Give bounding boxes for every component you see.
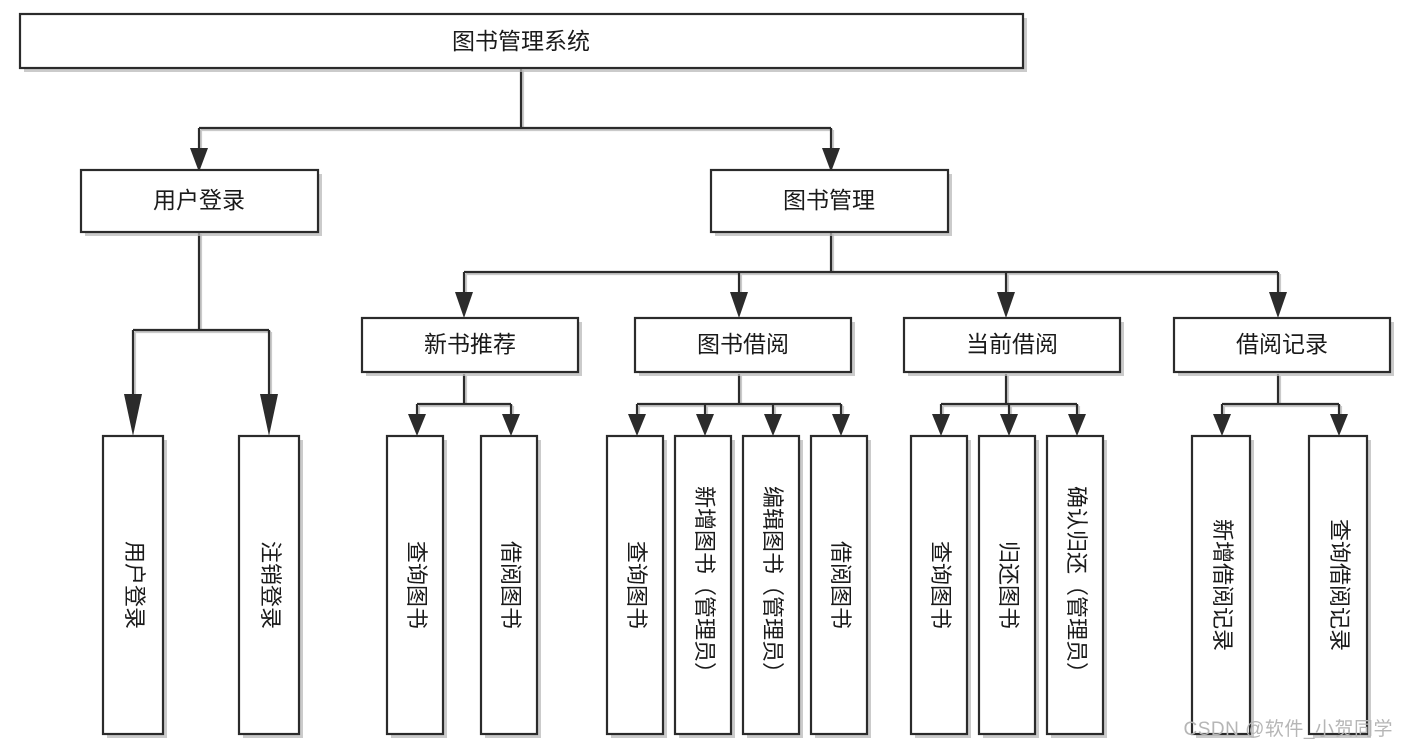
leaf-currentborrow-return[interactable]: 归还图书 bbox=[977, 434, 1039, 738]
leaf-newbook-query-label: 查询图书 bbox=[404, 541, 429, 629]
leaf-user-login-login-label: 用户登录 bbox=[122, 541, 147, 629]
connector-bookborrow-to-leaves bbox=[628, 374, 850, 436]
connector-bookmgmt-to-level3 bbox=[455, 232, 1287, 318]
leaf-currentborrow-confirm-label: 确认归还（管理员） bbox=[1064, 486, 1089, 684]
node-current-borrow[interactable]: 当前借阅 bbox=[902, 316, 1124, 376]
leaf-bookborrow-query-label: 查询图书 bbox=[624, 541, 649, 629]
connector-borrowrecord-to-leaves bbox=[1213, 374, 1348, 436]
leaf-bookborrow-query[interactable]: 查询图书 bbox=[605, 434, 667, 738]
node-borrow-record-label: 借阅记录 bbox=[1236, 331, 1328, 357]
connector-layer bbox=[124, 68, 1348, 436]
leaf-newbook-borrow-label: 借阅图书 bbox=[498, 541, 523, 629]
connector-userlogin-to-leaves bbox=[124, 232, 278, 436]
node-book-borrow[interactable]: 图书借阅 bbox=[633, 316, 855, 376]
leaf-bookborrow-borrow[interactable]: 借阅图书 bbox=[809, 434, 871, 738]
node-borrow-record[interactable]: 借阅记录 bbox=[1172, 316, 1394, 376]
leaf-currentborrow-query[interactable]: 查询图书 bbox=[909, 434, 971, 738]
connector-newbook-to-leaves bbox=[408, 374, 520, 436]
node-user-login-label: 用户登录 bbox=[153, 187, 245, 213]
leaf-newbook-borrow[interactable]: 借阅图书 bbox=[479, 434, 541, 738]
node-user-login[interactable]: 用户登录 bbox=[79, 168, 322, 236]
connector-root-to-level2 bbox=[190, 68, 840, 172]
leaf-bookborrow-edit-label: 编辑图书（管理员） bbox=[760, 486, 785, 684]
connector-currentborrow-to-leaves bbox=[932, 374, 1086, 436]
leaf-currentborrow-return-label: 归还图书 bbox=[996, 541, 1021, 629]
node-book-management[interactable]: 图书管理 bbox=[709, 168, 952, 236]
leaf-user-login-login[interactable]: 用户登录 bbox=[101, 434, 167, 738]
node-current-borrow-label: 当前借阅 bbox=[966, 331, 1058, 357]
node-book-borrow-label: 图书借阅 bbox=[697, 331, 789, 357]
node-root[interactable]: 图书管理系统 bbox=[18, 12, 1027, 72]
leaf-newbook-query[interactable]: 查询图书 bbox=[385, 434, 447, 738]
leaf-bookborrow-edit[interactable]: 编辑图书（管理员） bbox=[741, 434, 803, 738]
leaf-borrowrecord-add[interactable]: 新增借阅记录 bbox=[1190, 434, 1254, 738]
node-new-book-recommend[interactable]: 新书推荐 bbox=[360, 316, 582, 376]
leaf-currentborrow-query-label: 查询图书 bbox=[928, 541, 953, 629]
leaf-currentborrow-confirm[interactable]: 确认归还（管理员） bbox=[1045, 434, 1107, 738]
leaf-user-login-logout-label: 注销登录 bbox=[258, 541, 283, 629]
leaf-borrowrecord-query[interactable]: 查询借阅记录 bbox=[1307, 434, 1371, 738]
leaf-bookborrow-add-label: 新增图书（管理员） bbox=[692, 486, 717, 684]
node-root-label: 图书管理系统 bbox=[452, 28, 590, 54]
leaf-user-login-logout[interactable]: 注销登录 bbox=[237, 434, 303, 738]
leaf-borrowrecord-add-label: 新增借阅记录 bbox=[1210, 519, 1235, 651]
leaf-bookborrow-add[interactable]: 新增图书（管理员） bbox=[673, 434, 735, 738]
node-book-management-label: 图书管理 bbox=[783, 187, 875, 213]
leaf-borrowrecord-query-label: 查询借阅记录 bbox=[1327, 519, 1352, 651]
node-new-book-recommend-label: 新书推荐 bbox=[424, 331, 516, 357]
leaf-bookborrow-borrow-label: 借阅图书 bbox=[828, 541, 853, 629]
